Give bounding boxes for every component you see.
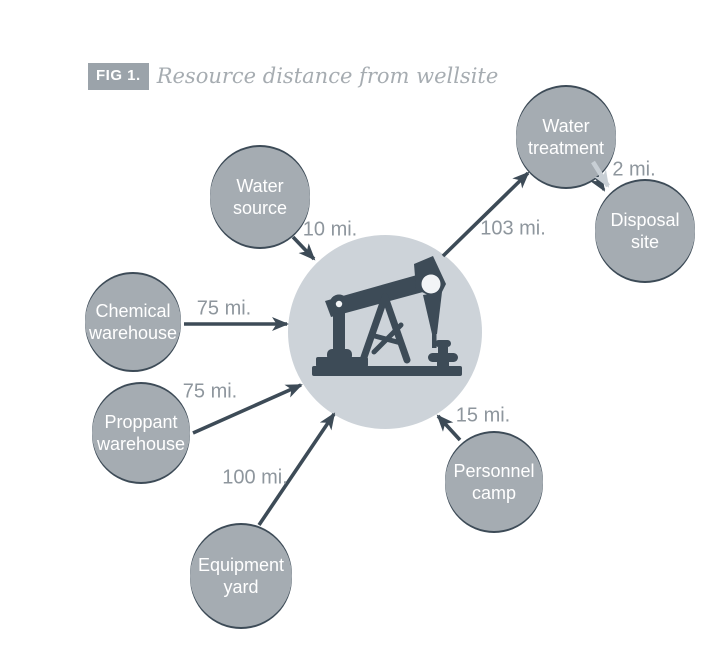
distance-water-treatment: 103 mi. — [480, 217, 546, 240]
figure-header: FIG 1. Resource distance from wellsite — [88, 63, 498, 90]
arrow-wellsite-to-water-treatment — [441, 171, 530, 258]
arrow-proppant-warehouse-to-wellsite — [192, 383, 303, 435]
figure-title: Resource distance from wellsite — [156, 64, 499, 88]
distance-personnel-camp: 15 mi. — [455, 404, 511, 427]
arrow-personnel-camp-to-wellsite — [436, 414, 462, 442]
arrow-equipment-yard-to-wellsite — [257, 412, 336, 527]
node-water-source: Water source — [210, 147, 310, 247]
distance-water-source: 10 mi. — [302, 218, 358, 241]
node-personnel-camp-label: Personnel camp — [453, 461, 535, 503]
figure-badge: FIG 1. — [88, 63, 149, 90]
node-chemical-warehouse-label: Chemical warehouse — [88, 301, 178, 343]
node-disposal-site: Disposal site — [595, 181, 695, 281]
distance-proppant-warehouse: 75 mi. — [182, 380, 238, 403]
arrow-water-source-to-wellsite — [291, 235, 316, 261]
node-water-source-label: Water source — [232, 176, 288, 218]
node-disposal-site-label: Disposal site — [610, 210, 680, 252]
node-proppant-warehouse-label: Proppant warehouse — [96, 412, 186, 454]
node-equipment-yard-label: Equipment yard — [197, 555, 285, 597]
wellsite-circle — [288, 235, 482, 429]
distance-equipment-yard: 100 mi. — [222, 466, 288, 489]
node-water-treatment: Water treatment — [516, 87, 616, 187]
node-equipment-yard: Equipment yard — [190, 525, 292, 627]
node-water-treatment-label: Water treatment — [527, 116, 605, 158]
pumpjack-icon — [312, 256, 462, 376]
node-personnel-camp: Personnel camp — [445, 433, 543, 531]
node-proppant-warehouse: Proppant warehouse — [92, 384, 190, 482]
arrow-group — [184, 165, 606, 527]
distance-disposal-site: 2 mi. — [612, 158, 656, 181]
node-chemical-warehouse: Chemical warehouse — [85, 274, 181, 370]
distance-chemical-warehouse: 75 mi. — [196, 297, 252, 320]
